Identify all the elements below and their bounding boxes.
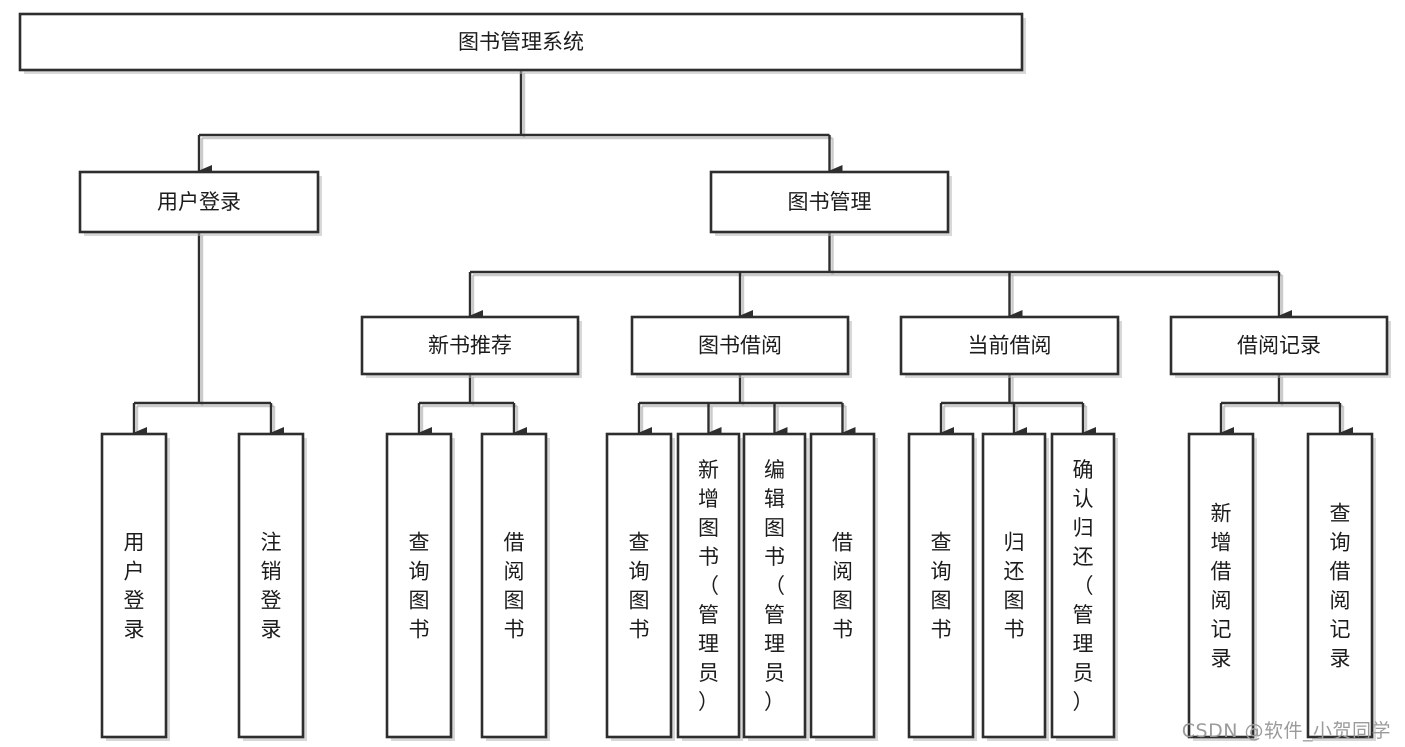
node-leaf-borrow-book-1[interactable]: 借阅图书 bbox=[480, 432, 550, 741]
node-leaf-add-record-label: 新增借阅记录 bbox=[1211, 502, 1232, 671]
node-book-borrow[interactable]: 图书借阅 bbox=[630, 315, 852, 378]
node-leaf-add-record[interactable]: 新增借阅记录 bbox=[1187, 432, 1257, 741]
node-leaf-add-book[interactable]: 新增图书（管理员） bbox=[676, 432, 743, 741]
node-book-borrow-label: 图书借阅 bbox=[698, 334, 782, 358]
node-new-book-recommend[interactable]: 新书推荐 bbox=[360, 315, 582, 378]
node-leaf-add-book-label: 新增图书（管理员） bbox=[698, 458, 719, 714]
node-user-login-label: 用户登录 bbox=[157, 190, 241, 214]
node-current-borrow-label: 当前借阅 bbox=[968, 334, 1052, 358]
node-borrow-record-label: 借阅记录 bbox=[1237, 334, 1321, 358]
node-leaf-query-book-1-label: 查询图书 bbox=[409, 531, 430, 642]
node-leaf-query-book-2-label: 查询图书 bbox=[629, 531, 650, 642]
node-leaf-confirm-return[interactable]: 确认归还（管理员） bbox=[1050, 432, 1118, 741]
node-leaf-query-record-label: 查询借阅记录 bbox=[1330, 502, 1351, 671]
node-book-manage[interactable]: 图书管理 bbox=[709, 170, 952, 236]
node-leaf-borrow-book-2[interactable]: 借阅图书 bbox=[809, 432, 878, 741]
node-leaf-query-book-2[interactable]: 查询图书 bbox=[605, 432, 675, 741]
node-current-borrow[interactable]: 当前借阅 bbox=[899, 315, 1122, 378]
node-leaf-user-login[interactable]: 用户登录 bbox=[100, 432, 170, 741]
node-leaf-return-book[interactable]: 归还图书 bbox=[981, 432, 1049, 741]
node-root-label: 图书管理系统 bbox=[458, 30, 584, 54]
node-leaf-query-book-3[interactable]: 查询图书 bbox=[907, 432, 977, 741]
node-leaf-query-book-3-label: 查询图书 bbox=[931, 531, 952, 642]
node-leaf-edit-book-label: 编辑图书（管理员） bbox=[764, 458, 785, 714]
node-leaf-user-login-label: 用户登录 bbox=[124, 531, 145, 642]
node-boxes: 图书管理系统用户登录图书管理新书推荐图书借阅当前借阅借阅记录用户登录注销登录查询… bbox=[18, 12, 1391, 741]
node-new-book-recommend-label: 新书推荐 bbox=[428, 334, 512, 358]
connector-lines bbox=[132, 70, 1353, 439]
node-user-login[interactable]: 用户登录 bbox=[78, 170, 322, 236]
node-root[interactable]: 图书管理系统 bbox=[18, 12, 1026, 74]
node-leaf-logout[interactable]: 注销登录 bbox=[237, 432, 307, 741]
node-leaf-borrow-book-1-label: 借阅图书 bbox=[504, 531, 525, 642]
node-leaf-query-book-1[interactable]: 查询图书 bbox=[385, 432, 455, 741]
node-leaf-confirm-return-label: 确认归还（管理员） bbox=[1073, 458, 1094, 714]
node-leaf-edit-book[interactable]: 编辑图书（管理员） bbox=[742, 432, 809, 741]
node-leaf-return-book-label: 归还图书 bbox=[1004, 531, 1025, 642]
node-leaf-logout-label: 注销登录 bbox=[261, 531, 282, 642]
node-leaf-query-record[interactable]: 查询借阅记录 bbox=[1306, 432, 1376, 741]
node-leaf-borrow-book-2-label: 借阅图书 bbox=[832, 531, 853, 642]
node-book-manage-label: 图书管理 bbox=[788, 190, 872, 214]
node-borrow-record[interactable]: 借阅记录 bbox=[1169, 315, 1391, 378]
